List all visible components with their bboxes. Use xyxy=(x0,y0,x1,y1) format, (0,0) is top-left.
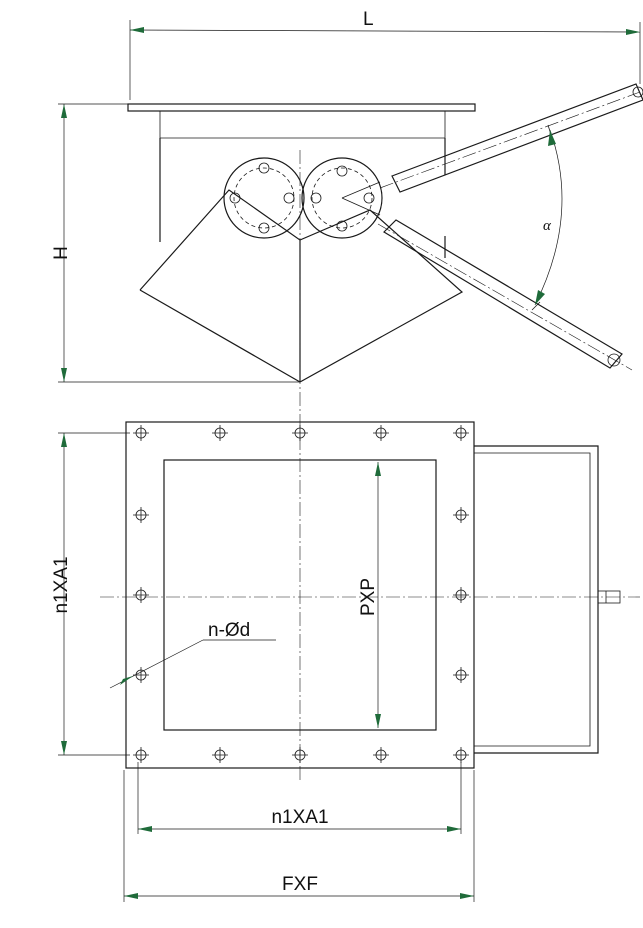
length-label: L xyxy=(363,9,374,30)
bolt-spacing-horizontal-label: n1XA1 xyxy=(271,807,328,828)
top-flange xyxy=(127,103,476,112)
angle-label: α xyxy=(543,218,552,234)
inner-opening-label: PXP xyxy=(358,578,379,616)
lever-arm-lower xyxy=(377,219,633,371)
gate-housing xyxy=(474,445,599,754)
holes-label: n-Ød xyxy=(208,620,250,641)
elevation-view: L xyxy=(51,9,643,780)
flange-size-label: FXF xyxy=(282,874,318,895)
holes-callout: n-Ød xyxy=(109,620,276,689)
roller-disc-left xyxy=(223,157,305,239)
inner-opening xyxy=(163,459,437,731)
bolt-holes xyxy=(133,425,469,763)
dimension-inner-opening: PXP xyxy=(358,462,381,728)
height-label: H xyxy=(51,246,72,260)
dimension-length: L xyxy=(129,9,641,100)
chute-outline xyxy=(139,189,301,382)
plan-view: n1XA1 PXP n-Ød n1XA1 xyxy=(51,421,640,902)
angle-alpha: α xyxy=(534,129,563,306)
bolt-spacing-vertical-label: n1XA1 xyxy=(51,556,72,613)
roller-disc-right xyxy=(301,157,383,239)
flange-outline xyxy=(125,421,475,769)
dimension-bolt-spacing-horizontal: n1XA1 xyxy=(137,762,462,834)
dimension-bolt-spacing-vertical: n1XA1 xyxy=(51,432,130,756)
dimension-height: H xyxy=(51,103,300,383)
dimension-flange-size: FXF xyxy=(123,770,475,902)
